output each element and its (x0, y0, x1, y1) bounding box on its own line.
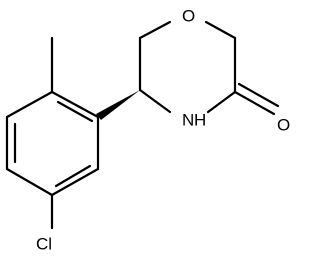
bond-n-to-carbonyl-c (206, 90, 237, 114)
structure-canvas: O O N H Cl (5, 6, 290, 253)
bond-aryl-c2-c3 (5, 90, 54, 119)
wedge-bond (96, 90, 140, 120)
carbonyl-oxygen-label: O (277, 115, 290, 134)
bond-aromatic-inner-3 (54, 164, 92, 188)
chlorine-label: Cl (36, 234, 52, 253)
bond-ring-o-to-ch2-left (138, 20, 172, 40)
bond-chiral-c-to-n (138, 88, 172, 114)
nitrogen-label: N (182, 110, 194, 129)
ring-oxygen-label: O (182, 6, 195, 25)
bond-aromatic-inner-1 (56, 100, 94, 123)
bond-aryl-c5-c6 (50, 167, 100, 197)
bond-aryl-c4-c5 (5, 167, 54, 197)
bond-aryl-c1-c2 (50, 90, 100, 119)
bond-carbonyl-double-2 (237, 82, 280, 108)
bond-ch2-right-to-ring-o (204, 20, 237, 40)
bond-carbonyl-double-1 (233, 90, 276, 116)
molecule-diagram: O O N H Cl (5, 6, 290, 253)
nitrogen-hydrogen-label: H (194, 110, 206, 129)
